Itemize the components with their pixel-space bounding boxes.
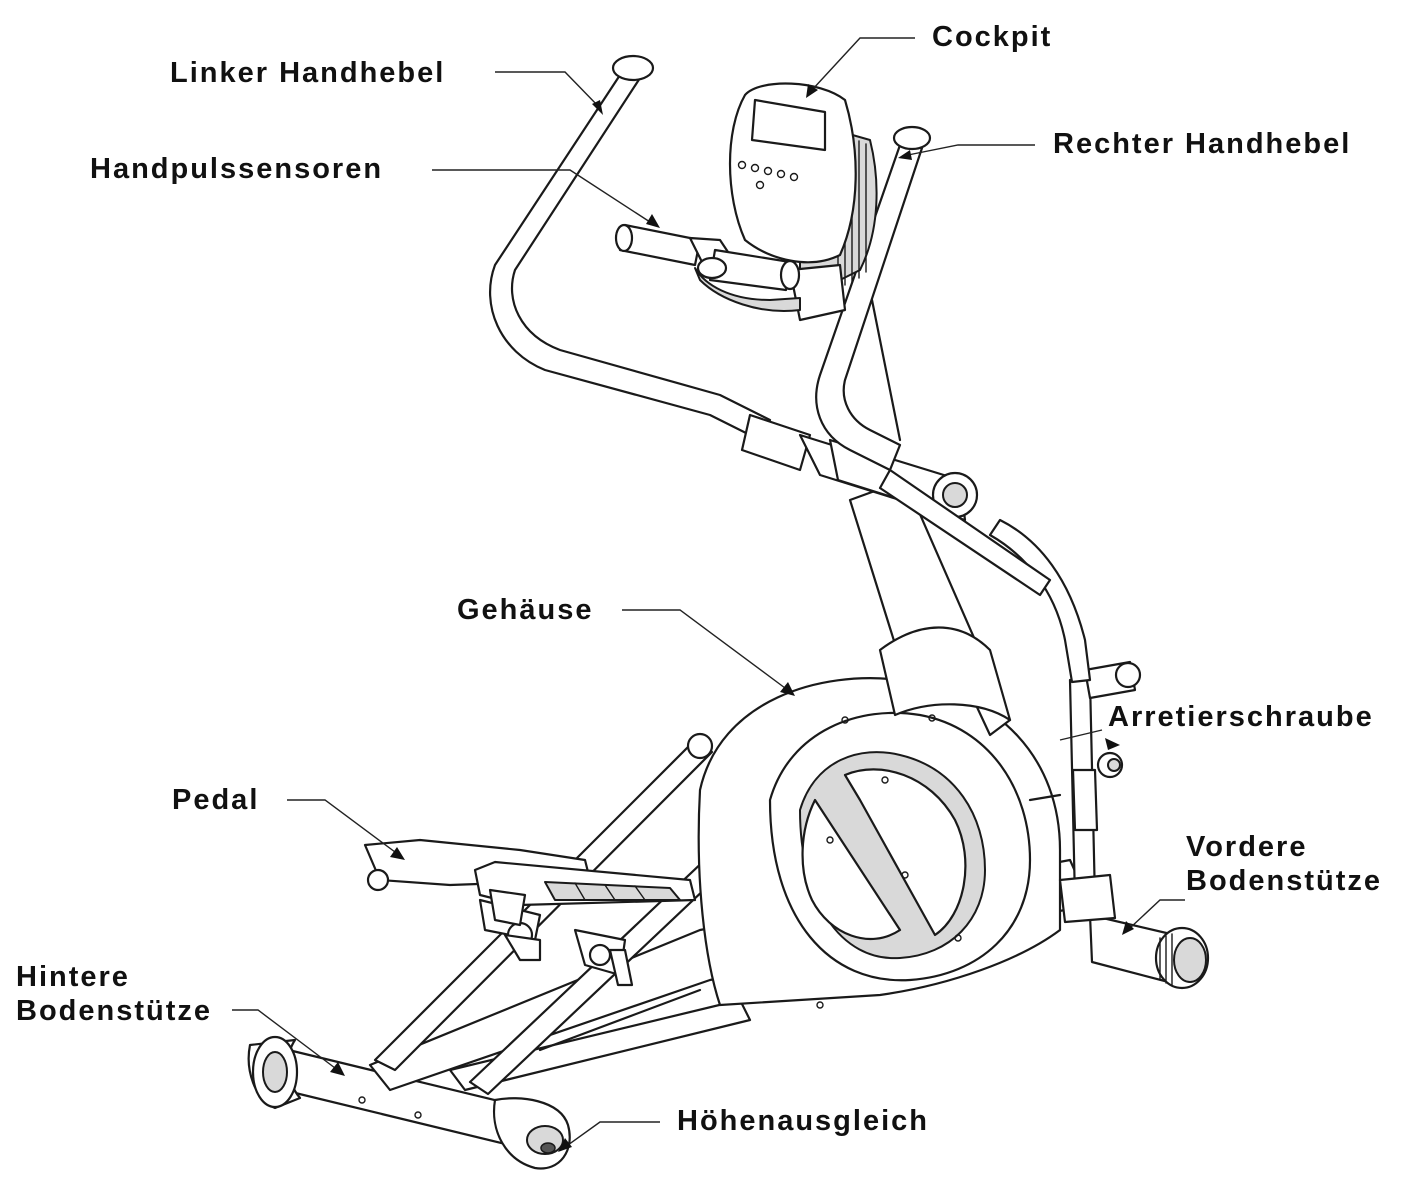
label-linker-handhebel: Linker Handhebel (170, 57, 446, 89)
label-rechter-handhebel: Rechter Handhebel (1053, 128, 1352, 160)
label-hoehenausgleich: Höhenausgleich (677, 1105, 929, 1137)
pedals (363, 838, 697, 987)
label-cockpit: Cockpit (932, 21, 1053, 53)
label-hintere-bodenstuetze: Hintere Bodenstütze (16, 960, 212, 1028)
right-handlebar (815, 125, 932, 472)
label-hintere-line1: Hintere (16, 961, 130, 993)
label-arretierschraube: Arretierschraube (1108, 701, 1374, 733)
label-vordere-bodenstuetze: Vordere Bodenstütze (1186, 830, 1382, 898)
center-column (848, 288, 1012, 737)
label-gehaeuse: Gehäuse (457, 594, 594, 626)
housing (697, 677, 1062, 1009)
label-hintere-line2: Bodenstütze (16, 995, 212, 1027)
details (1028, 751, 1124, 802)
label-pedal: Pedal (172, 784, 260, 816)
hand-pulse-bar (614, 223, 801, 312)
front-posts (988, 518, 1142, 924)
label-handpulssensoren: Handpulssensoren (90, 153, 384, 185)
front-stabilizer (1088, 913, 1210, 990)
label-vordere-line1: Vordere (1186, 831, 1308, 863)
cockpit-console (728, 82, 878, 322)
leader-lines (232, 37, 1185, 1152)
left-handlebar (489, 54, 1052, 597)
label-vordere-line2: Bodenstütze (1186, 865, 1382, 897)
